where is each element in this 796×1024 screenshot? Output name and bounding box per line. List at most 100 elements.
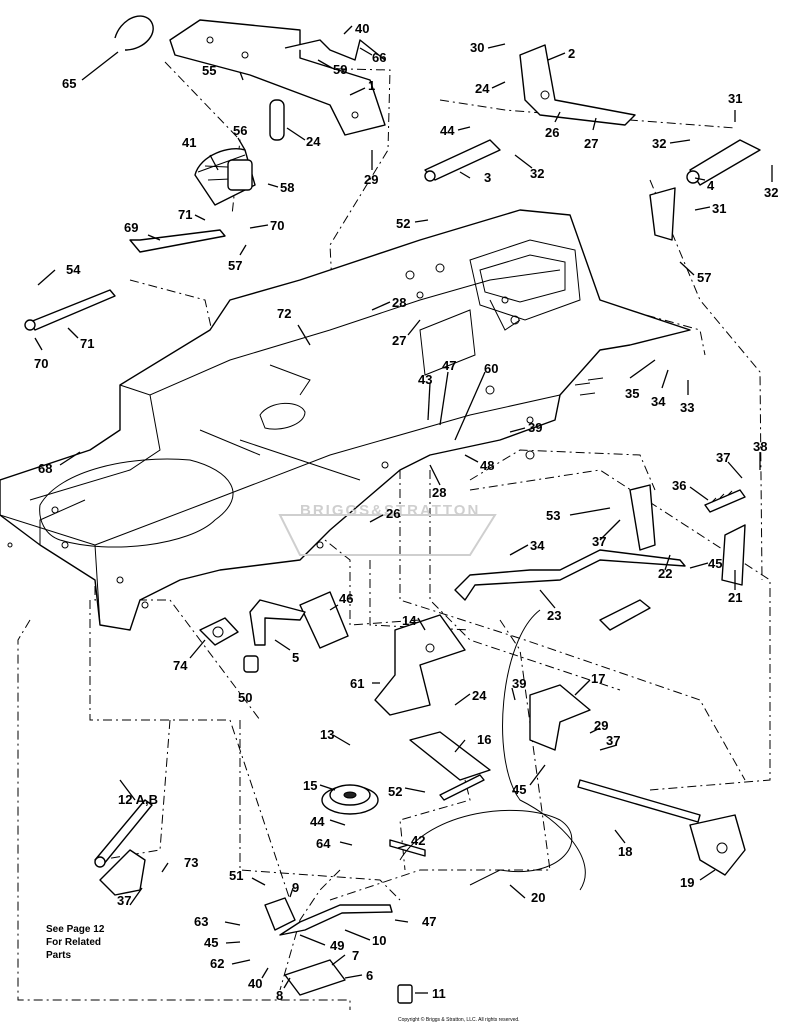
callout-55: 55 xyxy=(202,63,216,78)
callout-11: 11 xyxy=(432,986,446,1001)
watermark-badge xyxy=(278,514,497,556)
part-10-rod xyxy=(279,904,393,936)
callout-15: 15 xyxy=(303,778,317,793)
callout-10: 10 xyxy=(372,933,386,948)
callout-61: 61 xyxy=(350,676,364,691)
callout-37-lower: 37 xyxy=(606,733,620,748)
callout-48: 48 xyxy=(480,458,494,473)
note-line-2: For Related xyxy=(46,937,101,948)
part-9-bracket xyxy=(264,897,296,931)
callout-47-upper: 47 xyxy=(442,358,456,373)
callout-42: 42 xyxy=(411,833,425,848)
callout-19: 19 xyxy=(680,875,694,890)
callout-60: 60 xyxy=(484,361,498,376)
note-line-1: See Page 12 xyxy=(46,924,105,935)
related-parts-note: See Page 12 For Related Parts xyxy=(46,924,105,961)
callout-18: 18 xyxy=(618,844,632,859)
callout-45-left: 45 xyxy=(204,935,218,950)
callout-51: 51 xyxy=(229,868,243,883)
callout-44-upper: 44 xyxy=(440,123,455,138)
part-69-drag-link xyxy=(129,229,226,253)
callout-53: 53 xyxy=(546,508,560,523)
callout-71-upper: 71 xyxy=(178,207,192,222)
part-2-bracket xyxy=(519,44,636,126)
part-6-plate xyxy=(284,959,346,996)
copyright-text: Copyright © Briggs & Stratton, LLC. All … xyxy=(398,1016,520,1023)
callout-29-lower: 29 xyxy=(594,718,608,733)
callout-32-mid: 32 xyxy=(530,166,544,181)
callout-17: 17 xyxy=(591,671,605,686)
part-11-switch xyxy=(397,984,413,1004)
callout-71-left: 71 xyxy=(80,336,94,351)
callout-43: 43 xyxy=(418,372,432,387)
callout-13: 13 xyxy=(320,727,334,742)
callout-3: 3 xyxy=(484,170,491,185)
part-1-plate xyxy=(169,19,386,136)
callout-16: 16 xyxy=(477,732,491,747)
callout-65: 65 xyxy=(62,76,76,91)
callout-46: 46 xyxy=(339,591,353,606)
part-18-rod xyxy=(577,779,701,823)
callout-28-lower: 28 xyxy=(432,485,446,500)
callout-32-right: 32 xyxy=(764,185,778,200)
callout-34-lower: 34 xyxy=(530,538,545,553)
callout-4: 4 xyxy=(707,178,715,193)
callout-7: 7 xyxy=(352,948,359,963)
part-3-link xyxy=(424,139,501,182)
callout-39-lower: 39 xyxy=(512,676,526,691)
part-66-rod xyxy=(284,39,386,61)
callout-69: 69 xyxy=(124,220,138,235)
part-lever-22 xyxy=(599,484,656,631)
callout-9: 9 xyxy=(292,880,299,895)
callout-29-upper: 29 xyxy=(364,172,378,187)
part-50-bushing xyxy=(243,655,259,673)
callout-26-frame: 26 xyxy=(386,506,400,521)
callout-38: 38 xyxy=(753,439,767,454)
callout-34-upper: 34 xyxy=(651,394,666,409)
callout-35: 35 xyxy=(625,386,639,401)
callout-24-right: 24 xyxy=(475,81,490,96)
part-24-sleeve xyxy=(269,99,285,141)
callout-6: 6 xyxy=(366,968,373,983)
callout-64: 64 xyxy=(316,836,331,851)
part-15-pulley xyxy=(321,784,379,815)
main-frame xyxy=(0,209,691,631)
callout-59: 59 xyxy=(333,62,347,77)
callout-50: 50 xyxy=(238,690,252,705)
callout-68: 68 xyxy=(38,461,52,476)
note-line-3: Parts xyxy=(46,950,71,961)
callout-36: 36 xyxy=(672,478,686,493)
callout-37-right: 37 xyxy=(716,450,730,465)
part-46-pedal xyxy=(249,591,349,649)
callout-57-right: 57 xyxy=(697,270,711,285)
part-20-cable xyxy=(399,609,586,891)
callout-70-upper: 70 xyxy=(270,218,284,233)
callout-49: 49 xyxy=(330,938,344,953)
callout-40-top: 40 xyxy=(355,21,369,36)
callout-21: 21 xyxy=(728,590,742,605)
part-16-bracket xyxy=(409,731,491,781)
callout-30: 30 xyxy=(470,40,484,55)
part-65-ring xyxy=(114,15,154,51)
callout-8: 8 xyxy=(276,988,283,1003)
part-12-lever xyxy=(94,799,153,896)
part-54-tie-rod xyxy=(24,289,116,331)
callout-31-lower: 31 xyxy=(712,201,726,216)
callout-27-upper: 27 xyxy=(584,136,598,151)
part-23-rod xyxy=(454,549,686,601)
part-4-steering-arm xyxy=(649,139,761,241)
assembly-lines xyxy=(17,61,771,1010)
part-42-spring xyxy=(389,774,485,857)
callout-22: 22 xyxy=(658,566,672,581)
callout-70-left: 70 xyxy=(34,356,48,371)
callout-32-left: 32 xyxy=(652,136,666,151)
part-14-bracket xyxy=(374,614,466,716)
callout-27-frame: 27 xyxy=(392,333,406,348)
callout-24-lower: 24 xyxy=(472,688,487,703)
callout-54: 54 xyxy=(66,262,81,277)
callout-12ab: 12 A,B xyxy=(118,792,158,807)
callout-44-lower: 44 xyxy=(310,814,325,829)
callout-45-right: 45 xyxy=(708,556,722,571)
callout-56: 56 xyxy=(233,123,247,138)
